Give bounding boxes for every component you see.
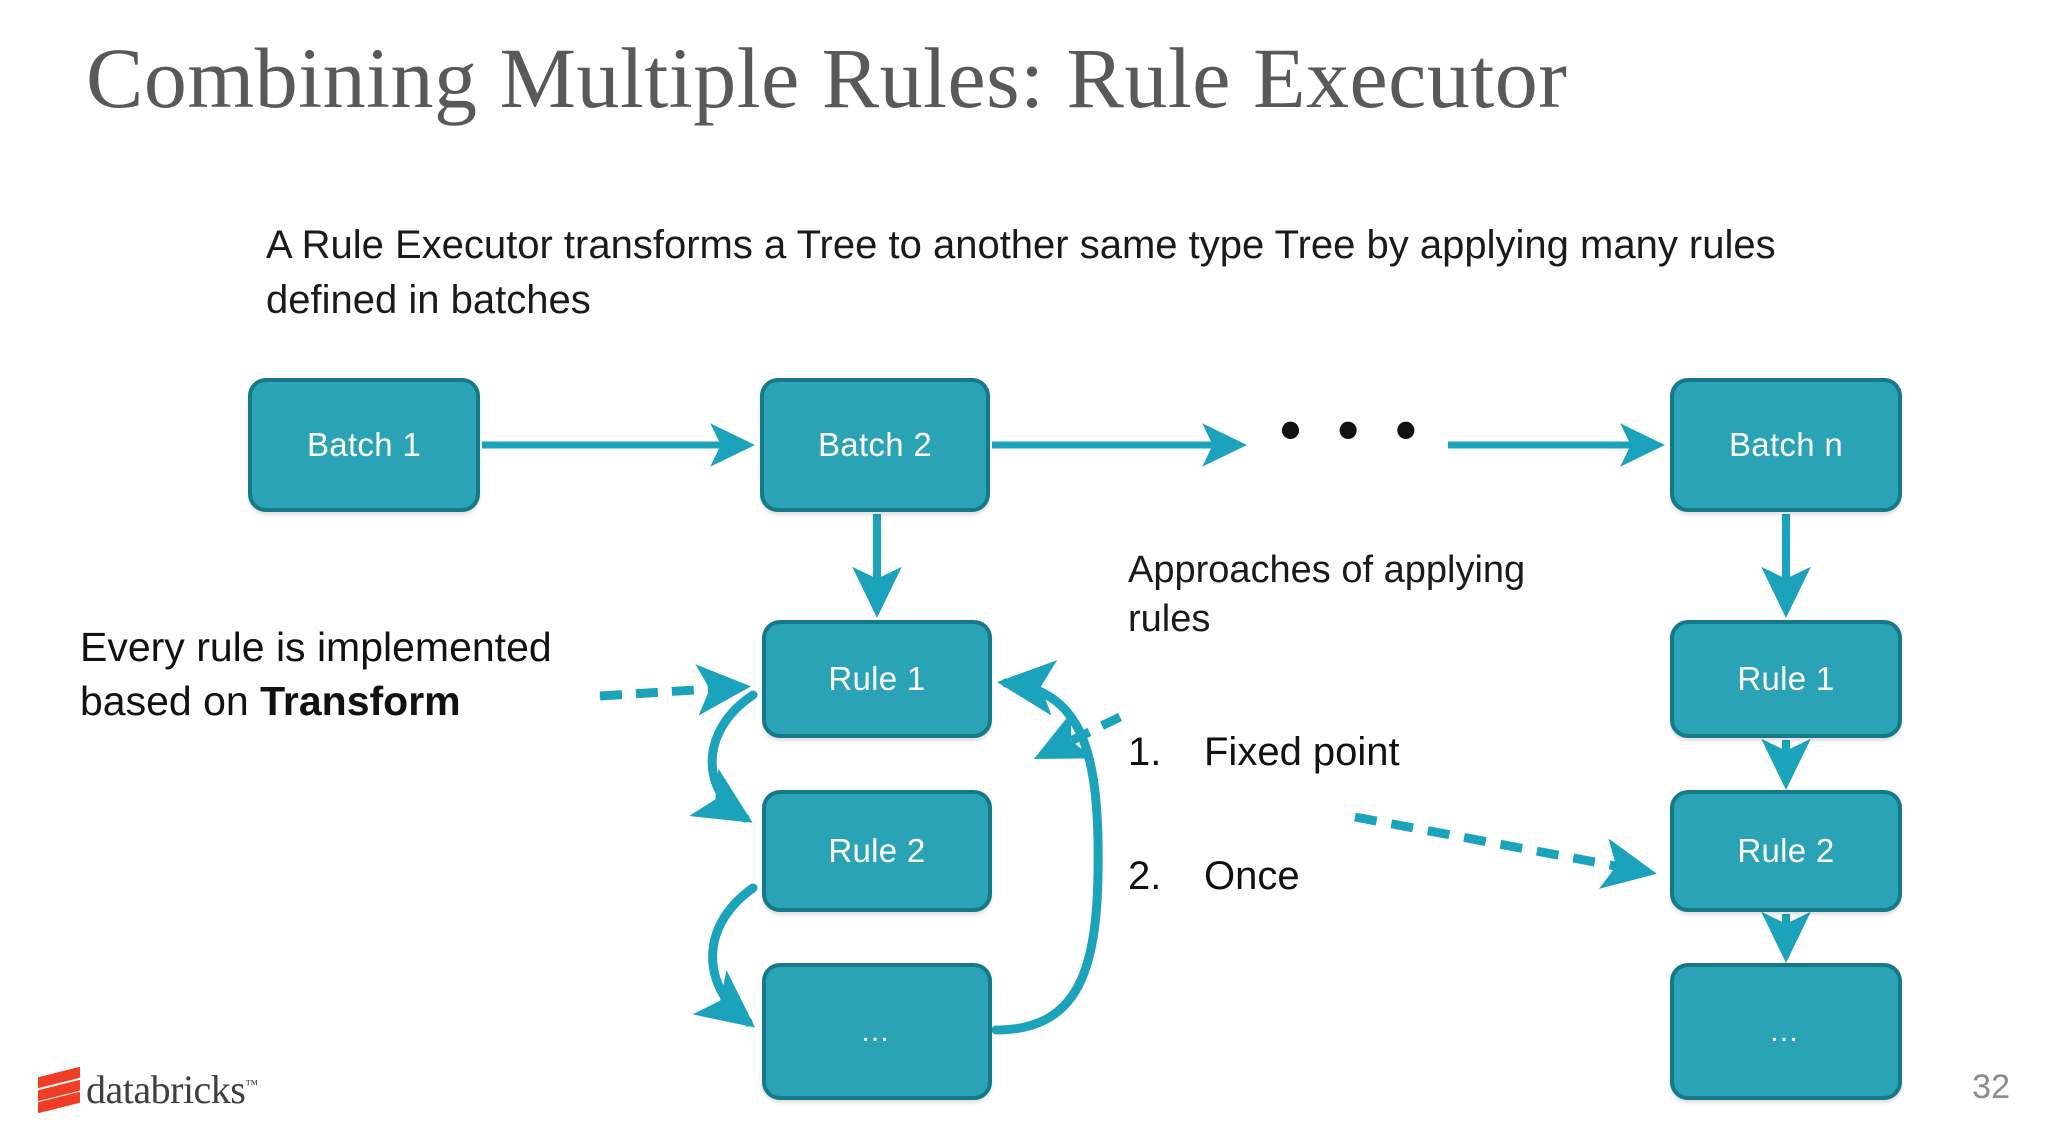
curve-loopback-dots-to-rule1 [991, 660, 1103, 1035]
node-middle-ellipsis[interactable]: … [762, 963, 992, 1100]
node-middle-rule-2[interactable]: Rule 2 [762, 790, 992, 912]
transform-note-line-2-prefix: based on [80, 678, 261, 725]
batch-row-ellipsis: • • • [1280, 396, 1427, 463]
approach-1-label: Fixed point [1204, 730, 1400, 774]
approach-2-number: 2. [1128, 854, 1162, 898]
node-right-rule-1[interactable]: Rule 1 [1670, 620, 1902, 738]
page-title: Combining Multiple Rules: Rule Executor [86, 30, 1568, 126]
databricks-logo: databricks™ [38, 1066, 258, 1114]
node-right-rule-2[interactable]: Rule 2 [1670, 790, 1902, 912]
curve-mid-rule2-to-dots [692, 883, 758, 1028]
approach-1-number: 1. [1128, 730, 1162, 774]
node-batch-n[interactable]: Batch n [1670, 378, 1902, 512]
approaches-heading: Approaches of applying rules [1128, 549, 1526, 640]
dashed-arrow-once-to-right-column [1354, 812, 1657, 889]
transform-note-line-1: Every rule is implemented [80, 624, 552, 670]
node-batch-1[interactable]: Batch 1 [248, 378, 480, 512]
databricks-stack-icon [38, 1066, 80, 1114]
transform-keyword: Transform [260, 678, 461, 725]
databricks-wordmark: databricks™ [86, 1066, 258, 1113]
page-number: 32 [1972, 1068, 2010, 1106]
node-batch-2[interactable]: Batch 2 [760, 378, 990, 512]
node-right-ellipsis[interactable]: … [1670, 963, 1902, 1100]
dashed-arrow-fixedpoint-to-loop [1033, 712, 1122, 760]
lead-paragraph: A Rule Executor transforms a Tree to ano… [266, 223, 1776, 323]
node-middle-rule-1[interactable]: Rule 1 [762, 620, 992, 738]
approach-item-once: 2. Once [1128, 854, 1300, 899]
transform-note: Every rule is implemented based on Trans… [80, 620, 720, 728]
trademark-symbol: ™ [245, 1076, 258, 1092]
approach-2-label: Once [1204, 854, 1300, 898]
approach-item-fixed-point: 1. Fixed point [1128, 730, 1400, 775]
databricks-wordmark-text: databricks [86, 1066, 246, 1112]
